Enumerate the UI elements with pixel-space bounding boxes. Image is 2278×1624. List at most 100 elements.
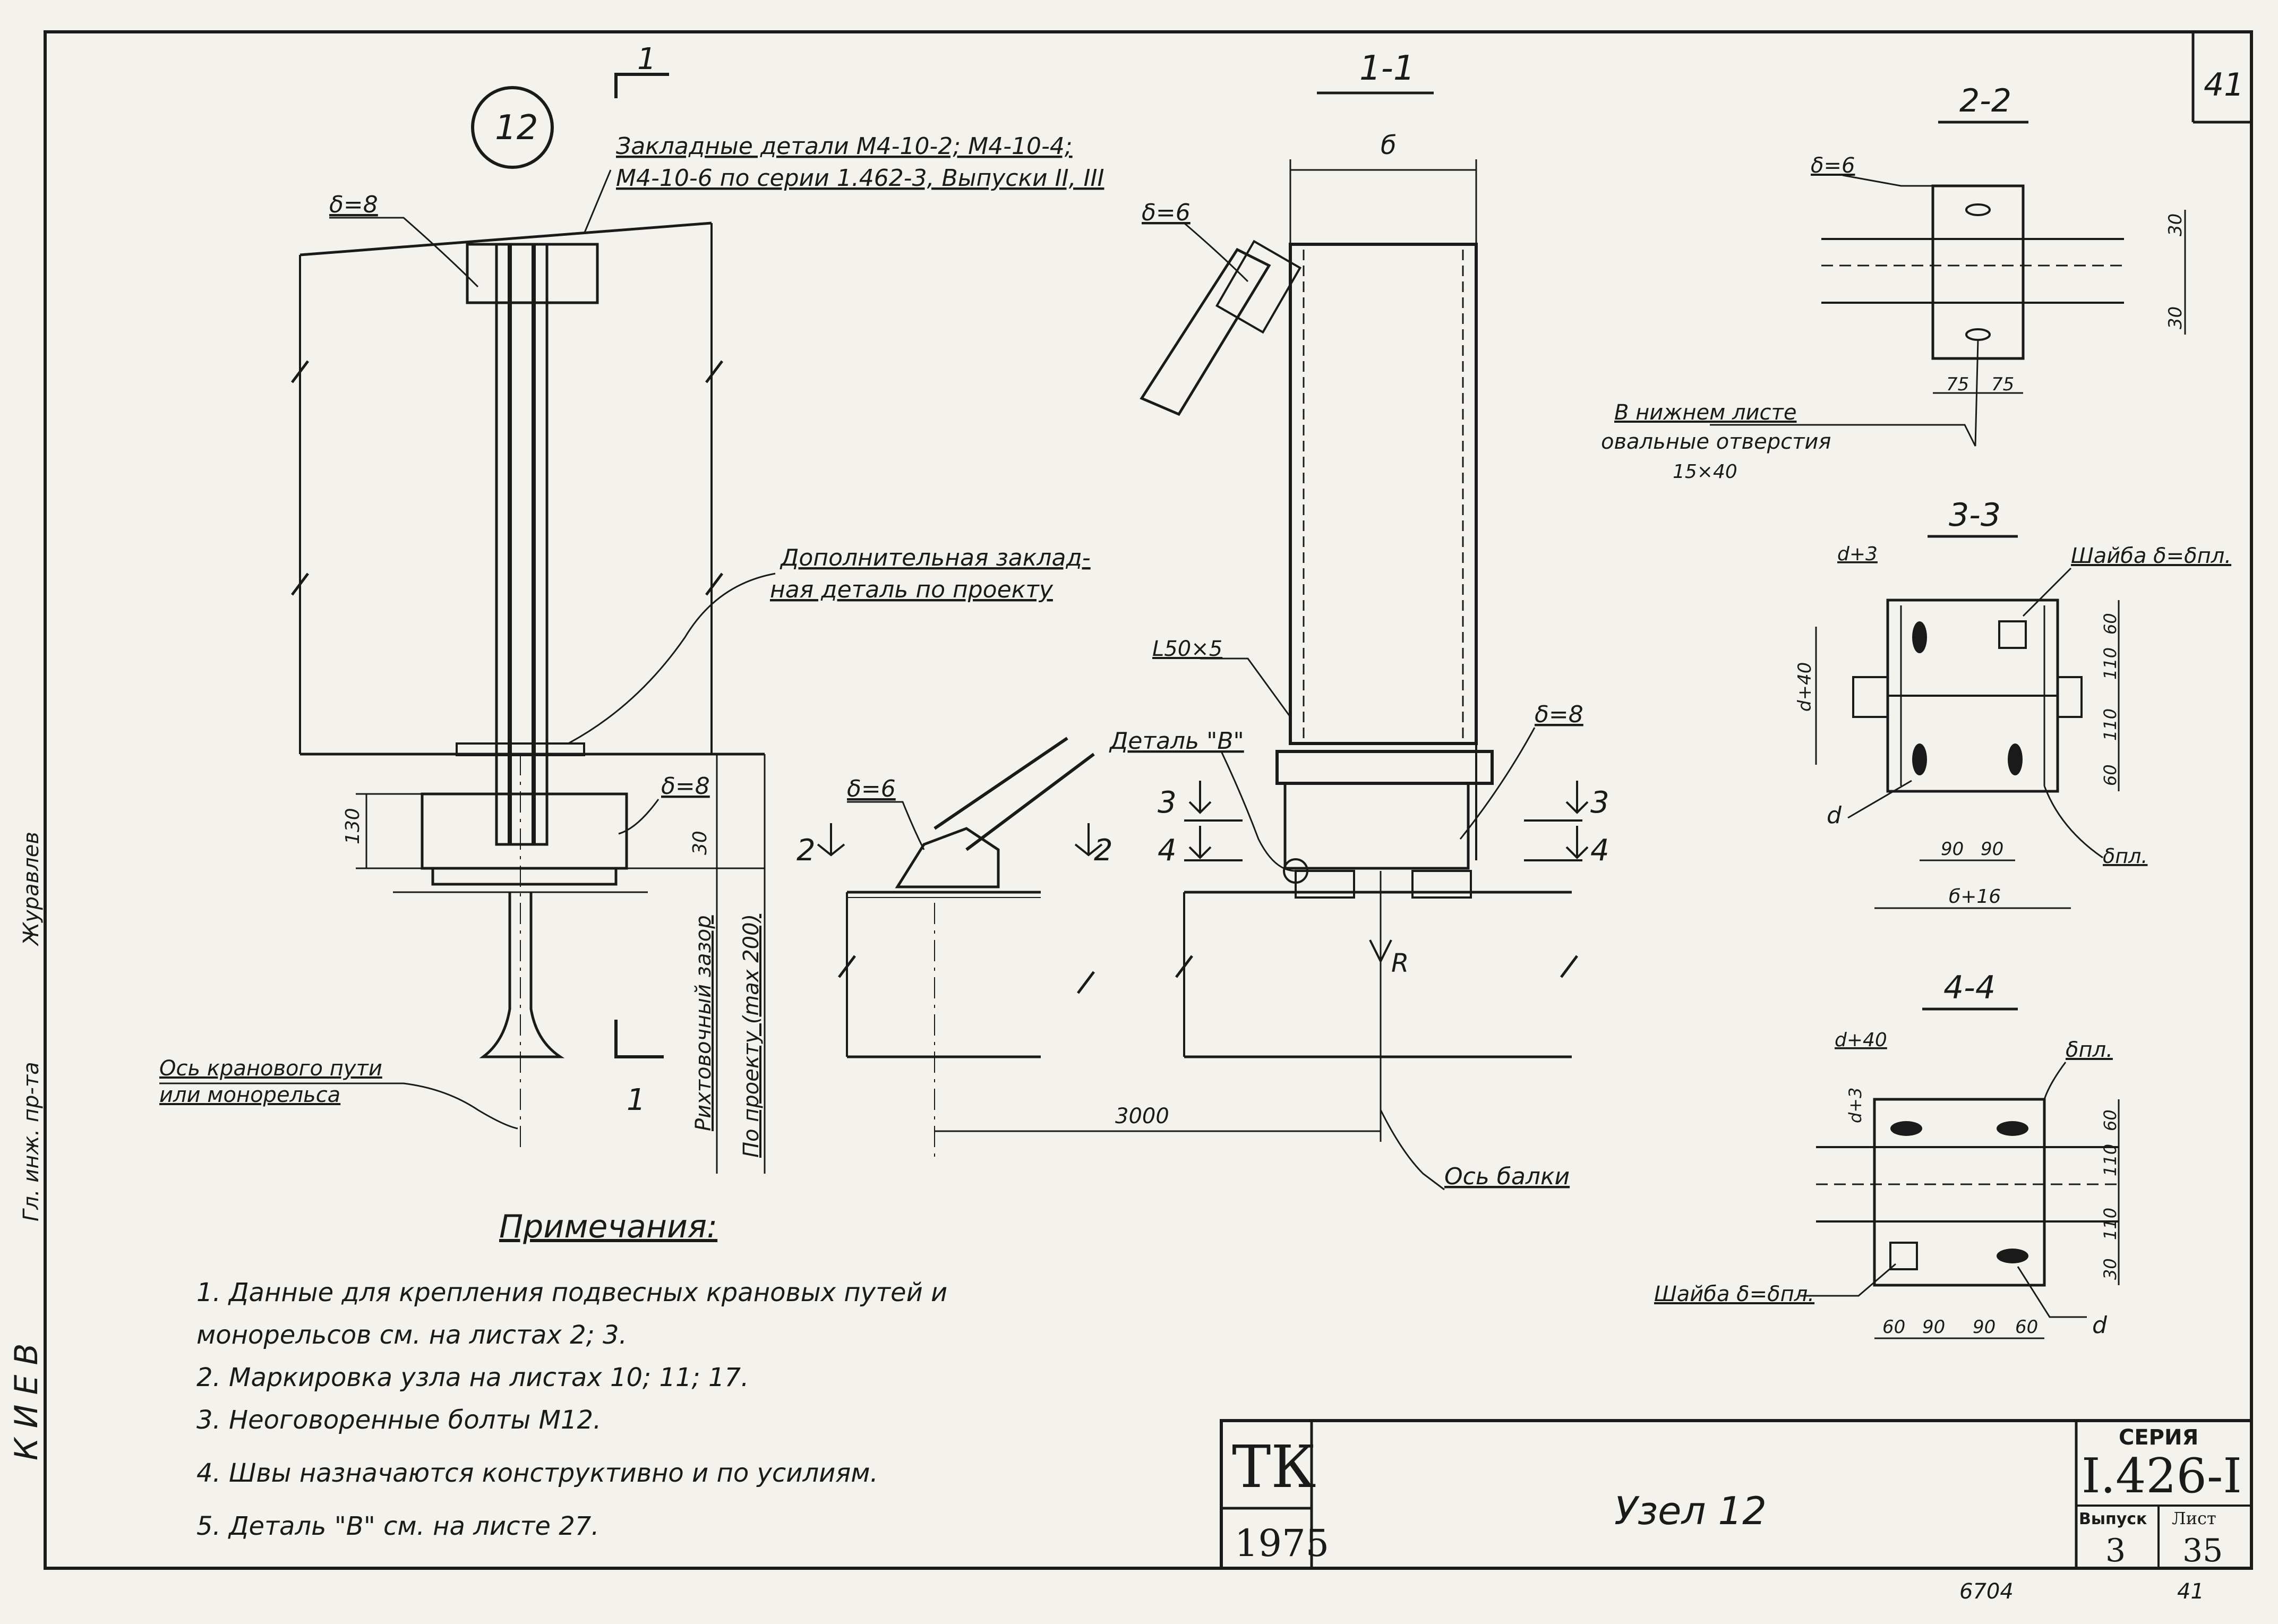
rail-axis-line2: или монорельса	[159, 1083, 340, 1107]
sec44-d: d	[2092, 1312, 2108, 1339]
issue-label: Выпуск	[2079, 1510, 2147, 1528]
title-main: Узел 12	[1614, 1489, 1767, 1533]
note-1b: монорельсов см. на листах 2; 3.	[196, 1320, 627, 1350]
rail-axis-line1: Ось кранового пути	[159, 1056, 382, 1081]
notes-block: Примечания: 1. Данные для крепления подв…	[196, 1208, 947, 1541]
sec22-dim-30-top: 30	[2165, 213, 2186, 236]
series-value: I.426-I	[2082, 1448, 2242, 1504]
plate-8-top-label: δ=8	[329, 191, 378, 218]
sec44-dim-d3: d+3	[1845, 1088, 1865, 1123]
section-4-4-title: 4-4	[1943, 969, 1996, 1006]
sec22-dim-75-right: 75	[1991, 374, 2014, 395]
title-year: 1975	[1235, 1522, 1329, 1565]
series-label: СЕРИЯ	[2119, 1425, 2198, 1450]
sec33-washer-leader	[2022, 567, 2072, 617]
section-2-2-title: 2-2	[1959, 82, 2011, 119]
title-block-frame	[1220, 1419, 2253, 1570]
sec44-dim-b2: 90	[1922, 1317, 1945, 1338]
sec22-hole-bottom	[1965, 328, 1991, 341]
side-brace	[934, 737, 1095, 851]
sec33-d: d	[1827, 802, 1842, 829]
node-circle	[471, 86, 554, 169]
beam-axis-label: Ось балки	[1444, 1163, 1570, 1190]
sec22-hole-top	[1965, 203, 1991, 216]
sec33-delta-pl-leader	[2043, 785, 2103, 859]
reaction-arrow	[1369, 939, 1392, 964]
anchor-sleeve	[495, 243, 549, 846]
beam-clamp-left	[1295, 870, 1355, 899]
sec44-dim-r4: 30	[2100, 1258, 2120, 1280]
mark-3-left-arrow	[1188, 781, 1212, 814]
sec44-hole-1	[1890, 1121, 1922, 1136]
embedded-parts-leader	[583, 169, 612, 234]
sec11-plate-8-leader	[1459, 727, 1536, 840]
beam-clamp-right	[1411, 870, 1472, 899]
sec44-delta-pl-leader	[2043, 1062, 2067, 1100]
lower-block	[421, 792, 628, 870]
note-1: 1. Данные для крепления подвесных кранов…	[196, 1278, 947, 1307]
sec33-dim-b16: б+16	[1949, 886, 2001, 908]
sec11-plate-8: δ=8	[1535, 701, 1583, 728]
sec33-dim-r2: 110	[2100, 647, 2120, 680]
sec22-plate	[1931, 184, 2025, 360]
section-3-3-title: 3-3	[1949, 497, 2001, 534]
section-1-1: 1-1 б δ=6 L50×5 Деталь "В" δ=8 3 4	[935, 49, 1609, 1191]
plate-8-top-leader	[329, 217, 479, 288]
beam-axis-leader	[1380, 1109, 1445, 1191]
embedded-parts-line1: Закладные детали М4-10-2; М4-10-4;	[616, 133, 1073, 160]
sec33-dim-r3: 110	[2100, 708, 2120, 741]
main-view: 12 1 Закладные детали М4-10-2; М4-10-4; …	[159, 42, 1104, 1174]
additional-embedded-line2: ная деталь по проекту	[770, 576, 1054, 603]
embedded-parts-line2: М4-10-6 по серии 1.462-3, Выпуски II, II…	[616, 165, 1104, 192]
section-mark-top-symbol	[614, 73, 669, 98]
rail-axis-leader	[159, 1082, 518, 1130]
note-3: 3. Неоговоренные болты М12.	[196, 1405, 601, 1435]
sec33-washer: Шайба δ=δпл.	[2071, 544, 2231, 568]
side-plate-6-label: δ=6	[847, 775, 896, 802]
note-2: 2. Маркировка узла на листах 10; 11; 17.	[196, 1363, 749, 1392]
section-4-4: 4-4 d+40 δпл. d+3 60 110 110 30 60 90 90…	[1654, 969, 2120, 1339]
sec44-dim-r1: 60	[2100, 1109, 2120, 1131]
sec44-dim-b3: 90	[1973, 1317, 1996, 1338]
sec22-note-2: овальные отверстия	[1601, 430, 1831, 454]
sec11-plate-6: δ=6	[1142, 199, 1191, 226]
section-2-2: 2-2 δ=6 30 30 75 75 В нижнем листе оваль…	[1601, 82, 2186, 483]
mark-3-right: 3	[1590, 785, 1609, 820]
sec44-washer-square	[1889, 1242, 1918, 1270]
beam-breaks	[1175, 955, 1578, 978]
mark-2-left: 2	[797, 833, 816, 868]
sec33-hole-3	[2008, 743, 2023, 775]
additional-embedded-leader	[568, 572, 776, 745]
sec44-hole-2	[1997, 1121, 2028, 1136]
slab-breaks	[291, 360, 723, 596]
dim-3000: 3000	[1115, 1104, 1169, 1129]
sec22-note-1: В нижнем листе	[1614, 400, 1796, 425]
plate-8-bottom-label: δ=8	[661, 773, 710, 800]
section-1-1-title: 1-1	[1359, 49, 1415, 88]
title-block: ТК 1975 Узел 12 СЕРИЯ I.426-I Выпуск 3 Л…	[1220, 1419, 2253, 1570]
issue-value: 3	[2105, 1532, 2126, 1569]
mark-2-right-arrow	[1074, 823, 1103, 857]
side-plate-6-leader	[847, 801, 925, 850]
sec33-dim-r4: 60	[2100, 764, 2120, 786]
note-4: 4. Швы назначаются конструктивно и по ус…	[196, 1458, 878, 1488]
sheet-value: 35	[2182, 1532, 2223, 1569]
sec33-delta-pl: δпл.	[2103, 844, 2147, 868]
sec22-dim-30-bottom: 30	[2165, 306, 2186, 329]
vert-label-1: Рихтовочный зазор	[691, 915, 716, 1131]
sec44-dim-r3: 110	[2100, 1208, 2120, 1240]
plate-8-bottom-leader	[618, 799, 660, 835]
stamp-label: Гл. инж. пр-та	[19, 1062, 44, 1221]
sec44-plate	[1873, 1098, 2046, 1287]
mark-4-left: 4	[1158, 833, 1177, 868]
detail-b-leader	[1220, 751, 1296, 872]
additional-embedded-line1: Дополнительная заклад-	[780, 544, 1091, 571]
sec33-dim-d40: d+40	[1794, 662, 1815, 712]
clamp-plate	[431, 867, 618, 886]
mark-2-left-arrow	[817, 823, 845, 857]
mark-2-right: 2	[1094, 833, 1113, 868]
slab-top	[299, 221, 712, 257]
sec22-note-leader	[1710, 339, 1979, 447]
node-number: 12	[495, 108, 538, 148]
